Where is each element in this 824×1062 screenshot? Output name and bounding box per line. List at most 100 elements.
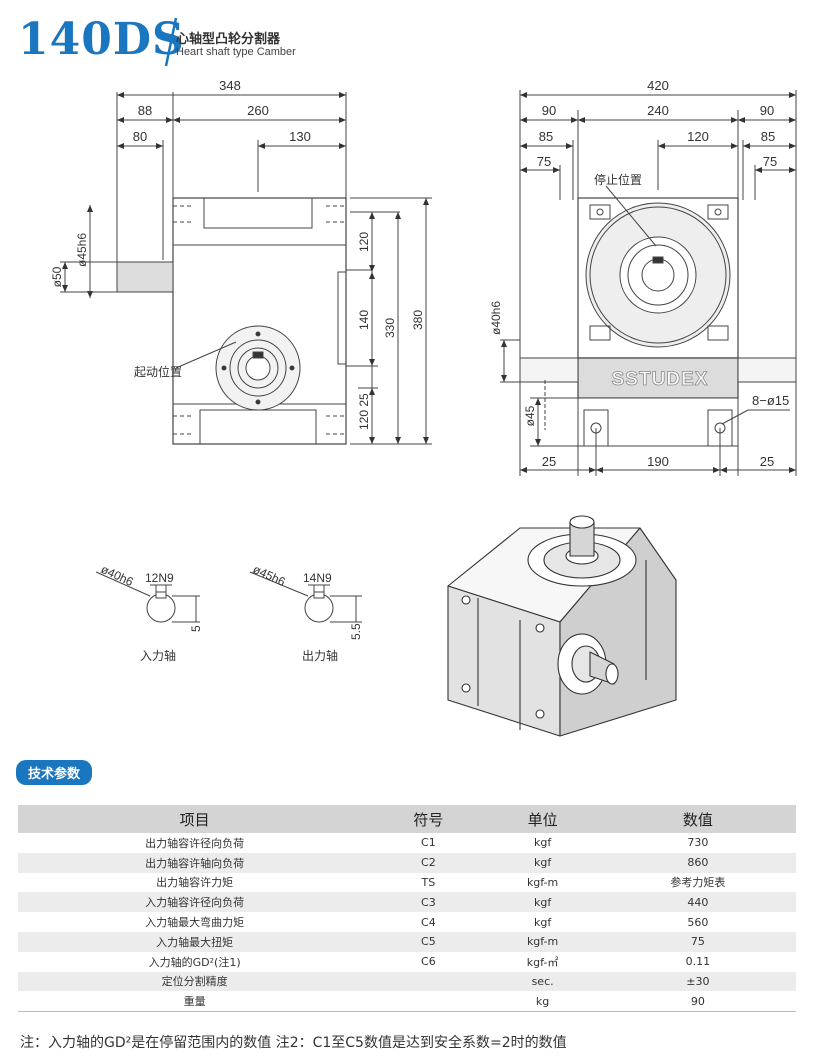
dim-240: 240 — [647, 103, 669, 118]
input-shaft-label: 入力轴 — [140, 648, 176, 663]
table-row: 出力轴容许轴向负荷 C2 kgf 860 — [18, 852, 796, 873]
row-symbol: C6 — [371, 951, 486, 972]
row-value: 参考力矩表 — [599, 872, 796, 893]
row-item: 入力轴的GD²(注1) — [18, 951, 372, 972]
row-value: ±30 — [599, 971, 796, 992]
dim-75-right: 75 — [763, 154, 777, 169]
technical-drawing: 348 88 260 80 130 ø45h6 ø50 120 330 140 … — [50, 78, 797, 737]
start-position-label: 起动位置 — [134, 364, 182, 379]
stop-position-label: 停止位置 — [594, 172, 642, 187]
row-symbol — [371, 971, 486, 992]
dim-25: 25 — [357, 393, 371, 407]
dim-90-right: 90 — [760, 103, 774, 118]
dim-380: 380 — [411, 310, 425, 330]
row-unit: kgf — [485, 852, 600, 873]
dim-80: 80 — [133, 129, 147, 144]
row-value: 730 — [599, 833, 796, 853]
dim-120: 120 — [687, 129, 709, 144]
spec-table: 项目 符号 单位 数值 出力轴容许径向负荷 C1 kgf 730 出力轴容许轴向… — [18, 805, 796, 1013]
dim-25-right: 25 — [760, 454, 774, 469]
brand-label: SSTUDEX — [612, 369, 709, 390]
row-item: 入力轴最大弯曲力矩 — [18, 912, 372, 932]
right-view-labels: 420 90 240 90 85 120 85 75 75 停止位置 SSTUD… — [489, 78, 789, 469]
row-unit: kgf — [485, 912, 600, 932]
table-row: 定位分割精度 sec. ±30 — [18, 971, 796, 992]
row-value: 75 — [599, 931, 796, 952]
title-slash-icon — [164, 17, 178, 67]
input-shaft-dia: ø40h6 — [99, 562, 136, 589]
dim-348: 348 — [219, 78, 241, 93]
row-unit: kg — [485, 991, 600, 1013]
row-symbol: TS — [371, 872, 486, 893]
table-row: 入力轴的GD²(注1) C6 kgf-㎡ 0.11 — [18, 951, 796, 972]
table-row: 出力轴容许径向负荷 C1 kgf 730 — [18, 833, 796, 853]
left-view — [60, 92, 432, 445]
dim-330: 330 — [383, 318, 397, 338]
dim-88: 88 — [138, 103, 152, 118]
row-symbol: C5 — [371, 931, 486, 952]
input-shaft-key: 12N9 — [145, 571, 174, 585]
row-item: 入力轴最大扭矩 — [18, 931, 372, 952]
dim-120-top: 120 — [357, 232, 371, 252]
row-item: 重量 — [18, 991, 372, 1013]
dim-190: 190 — [647, 454, 669, 469]
dim-8-phi15: 8−ø15 — [752, 393, 789, 408]
output-shaft-dia: ø45h6 — [251, 562, 288, 589]
output-shaft-key: 14N9 — [303, 571, 332, 585]
output-shaft-depth: 5.5 — [349, 623, 363, 640]
row-unit: sec. — [485, 971, 600, 992]
row-value: 560 — [599, 912, 796, 932]
dim-420: 420 — [647, 78, 669, 93]
model-number: 140DS — [18, 14, 185, 65]
row-symbol: C1 — [371, 833, 486, 853]
row-unit: kgf-㎡ — [485, 951, 600, 972]
dim-130: 130 — [289, 129, 311, 144]
right-view — [500, 90, 797, 476]
table-row: 入力轴容许径向负荷 C3 kgf 440 — [18, 892, 796, 913]
input-shaft-depth: 5 — [189, 625, 203, 632]
row-symbol: C2 — [371, 852, 486, 873]
row-unit: kgf — [485, 833, 600, 853]
dim-120-bot: 120 — [357, 410, 371, 430]
dim-85-left: 85 — [539, 129, 553, 144]
col-symbol: 符号 — [371, 805, 486, 833]
row-symbol: C3 — [371, 892, 486, 913]
row-unit: kgf-m — [485, 872, 600, 893]
spec-table-header: 项目 符号 单位 数值 — [18, 805, 796, 833]
col-unit: 单位 — [485, 805, 600, 833]
dim-85-right: 85 — [761, 129, 775, 144]
product-title-en: Heart shaft type Camber — [176, 46, 296, 58]
row-value: 0.11 — [599, 951, 796, 972]
row-unit: kgf-m — [485, 931, 600, 952]
table-row: 入力轴最大扭矩 C5 kgf-m 75 — [18, 931, 796, 952]
table-row: 重量 kg 90 — [18, 991, 796, 1013]
footnote: 注：入力轴的GD²是在停留范围内的数值 注2：C1至C5数值是达到安全系数=2时… — [20, 1035, 567, 1051]
dim-phi50: ø50 — [50, 266, 64, 287]
dim-90-left: 90 — [542, 103, 556, 118]
row-symbol: C4 — [371, 912, 486, 932]
output-shaft-section — [249, 571, 362, 623]
product-title-cn: 心轴型凸轮分割器 — [176, 32, 281, 47]
row-value: 90 — [599, 991, 796, 1013]
dim-phi45h6: ø45h6 — [75, 233, 89, 267]
row-item: 定位分割精度 — [18, 971, 372, 992]
table-row: 入力轴最大弯曲力矩 C4 kgf 560 — [18, 912, 796, 932]
row-value: 860 — [599, 852, 796, 873]
output-shaft-label: 出力轴 — [302, 648, 338, 663]
row-item: 出力轴容许径向负荷 — [18, 833, 372, 853]
table-row: 出力轴容许力矩 TS kgf-m 参考力矩表 — [18, 872, 796, 893]
dim-25-left: 25 — [542, 454, 556, 469]
dim-140: 140 — [357, 310, 371, 330]
dim-260: 260 — [247, 103, 269, 118]
row-unit: kgf — [485, 892, 600, 913]
row-value: 440 — [599, 892, 796, 913]
row-item: 出力轴容许轴向负荷 — [18, 852, 372, 873]
input-shaft-section — [95, 571, 200, 623]
dim-phi45: ø45 — [523, 405, 537, 426]
tech-params-badge: 技术参数 — [16, 760, 93, 785]
col-value: 数值 — [599, 805, 796, 833]
dim-75-left: 75 — [537, 154, 551, 169]
row-item: 出力轴容许力矩 — [18, 872, 372, 893]
row-item: 入力轴容许径向负荷 — [18, 892, 372, 913]
dim-phi40h6: ø40h6 — [489, 301, 503, 335]
